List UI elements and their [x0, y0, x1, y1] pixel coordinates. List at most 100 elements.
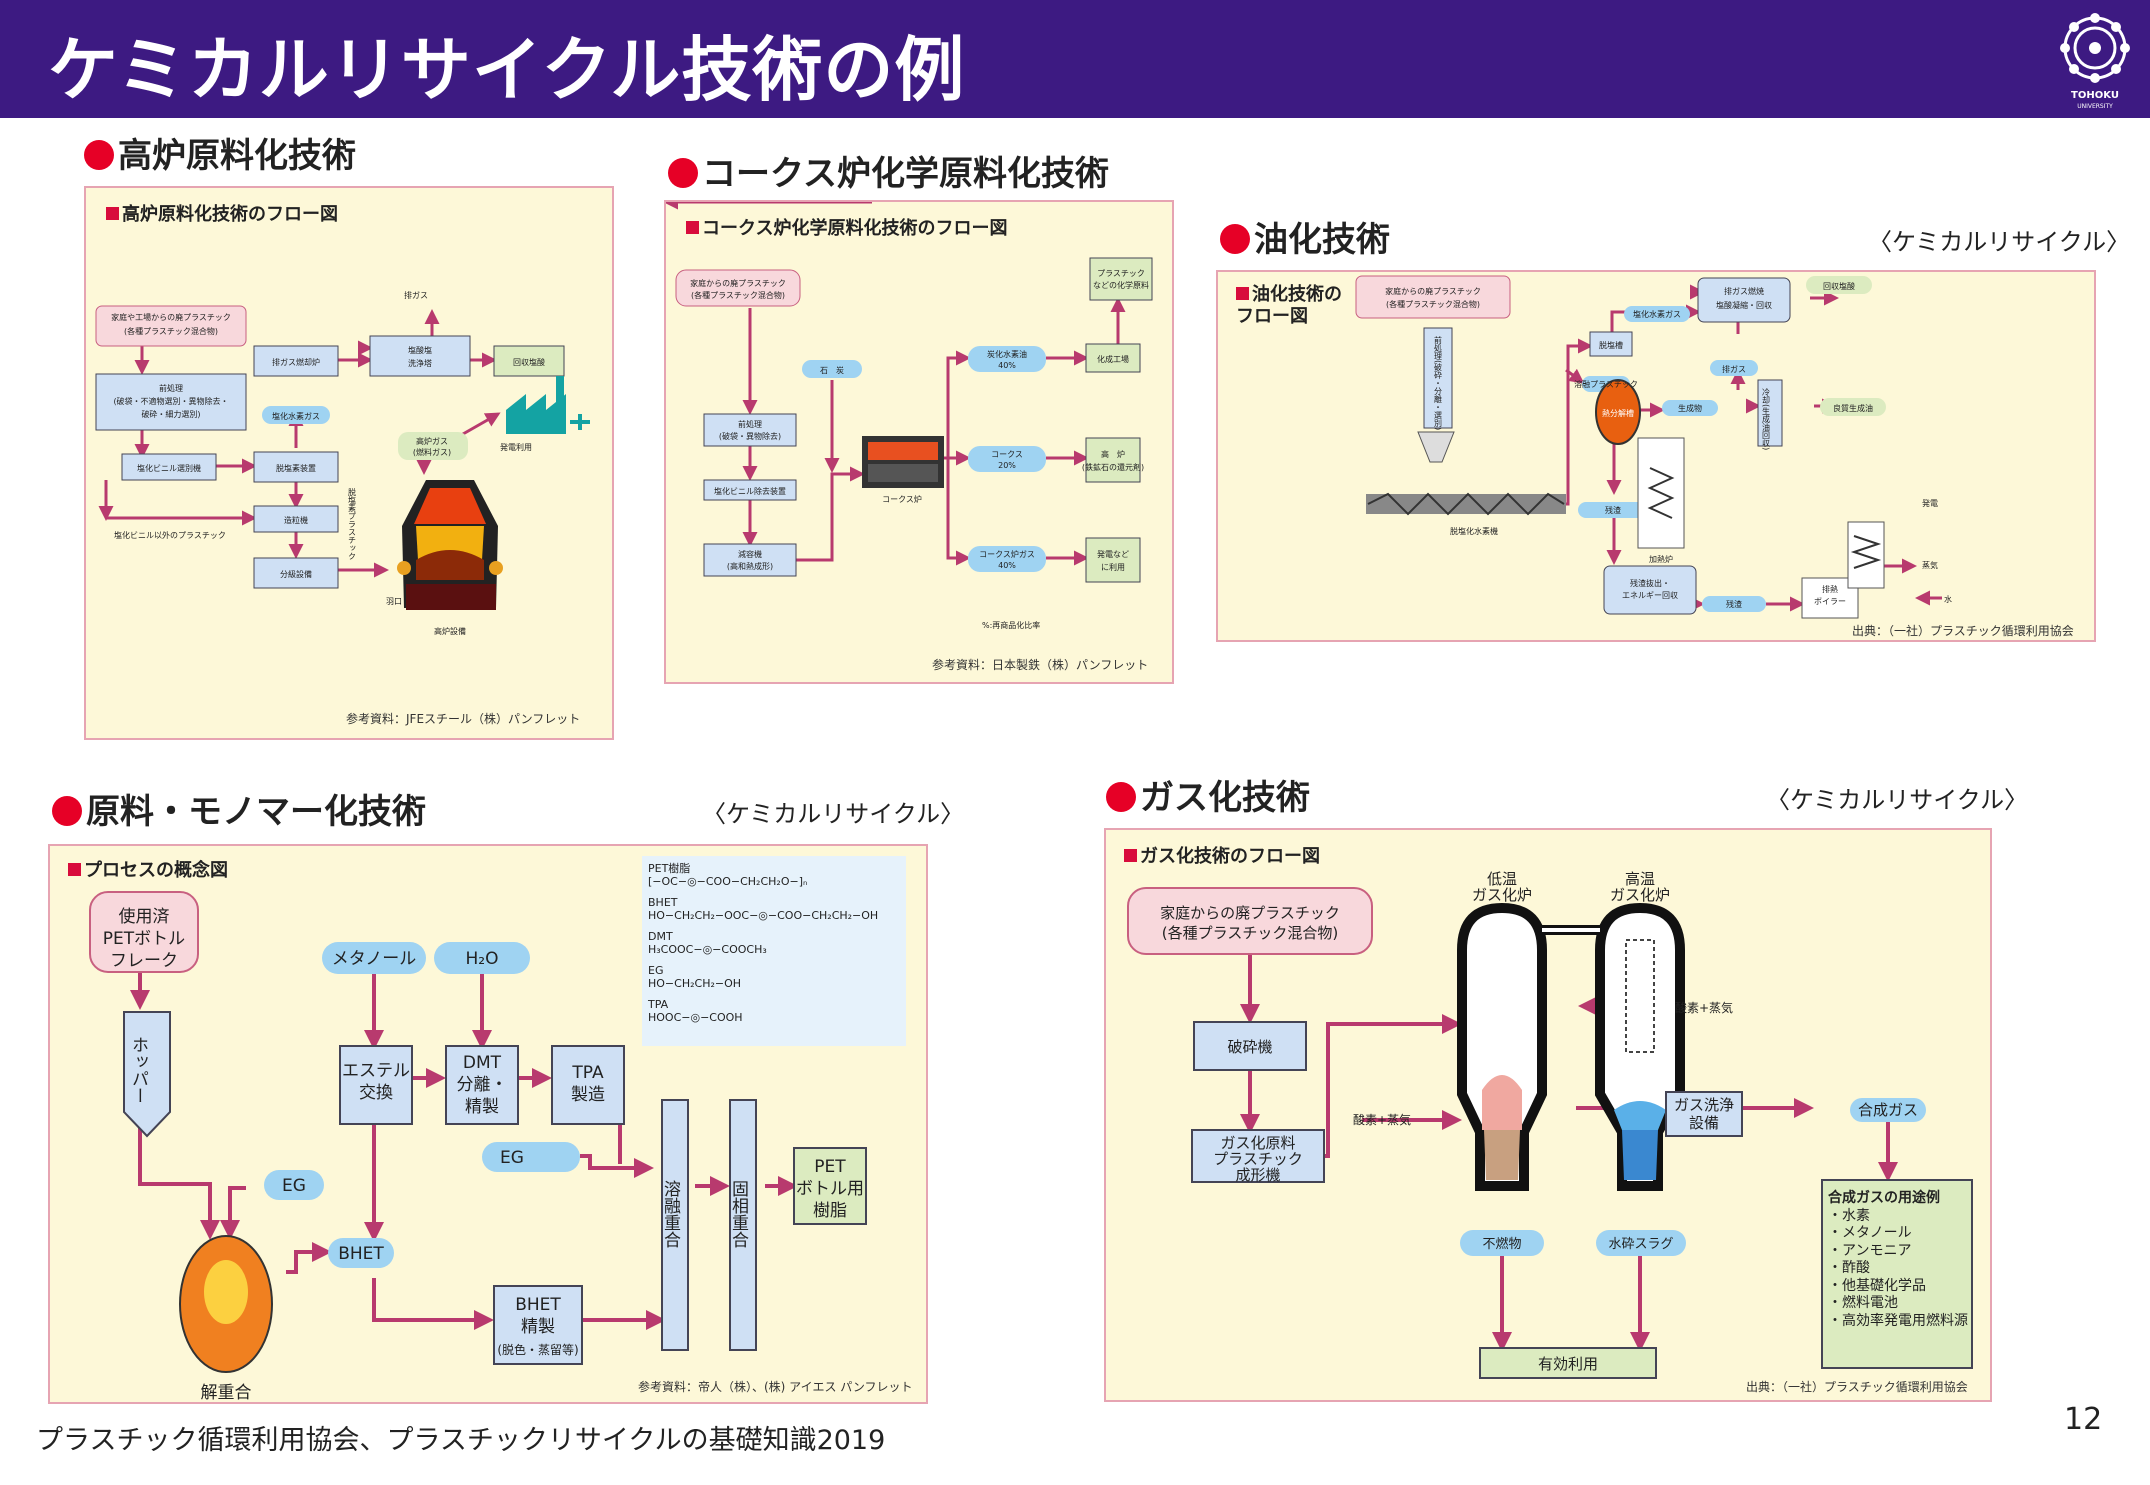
svg-text:合成ガス: 合成ガス [1858, 1101, 1918, 1119]
heading-blast-furnace: 高炉原料化技術 [84, 128, 356, 177]
panel-title: 油化技術の フロー図 [1236, 284, 1342, 327]
svg-text:発電など: 発電など [1097, 550, 1129, 559]
svg-text:に利用: に利用 [1101, 562, 1125, 572]
svg-text:脱塩素装置: 脱塩素装置 [276, 463, 316, 473]
svg-text:排ガス燃却炉: 排ガス燃却炉 [272, 357, 320, 367]
factory-icon [506, 376, 590, 434]
coke-oven-flow-diagram: 家庭からの廃プラスチック (各種プラスチック混合物) 前処理 (破袋・異物除去)… [666, 202, 1153, 630]
svg-text:高温: 高温 [1625, 870, 1655, 888]
svg-text:排ガス: 排ガス [404, 290, 428, 300]
svg-text:前処理: 前処理 [159, 383, 183, 393]
svg-text:熱分解槽: 熱分解槽 [1602, 408, 1634, 418]
svg-text:塩化水素ガス: 塩化水素ガス [1633, 309, 1681, 319]
svg-text:PETボトル: PETボトル [103, 929, 185, 949]
svg-text:成形機: 成形機 [1235, 1166, 1280, 1184]
svg-text:塩酸塩: 塩酸塩 [408, 345, 432, 355]
bullet-dot-icon [1220, 224, 1250, 254]
low-temp-gasifier-icon [1457, 902, 1547, 1191]
svg-text:残渣: 残渣 [1605, 505, 1621, 515]
list-item: ・燃料電池 [1828, 1295, 1898, 1311]
svg-text:塩酸凝縮・回収: 塩酸凝縮・回収 [1716, 300, 1772, 310]
svg-text:破砕機: 破砕機 [1227, 1038, 1272, 1056]
svg-text:ボイラー: ボイラー [1814, 597, 1846, 606]
reactor-icon [1595, 379, 1641, 445]
svg-text:コークス炉: コークス炉 [882, 494, 922, 504]
svg-text:EG: EG [500, 1148, 524, 1168]
svg-text:塩化ビニル選別機: 塩化ビニル選別機 [137, 463, 201, 473]
list-item: ・水素 [1828, 1207, 1870, 1224]
svg-text:交換: 交換 [359, 1083, 393, 1103]
title-bar [0, 0, 2150, 118]
svg-text:(各種プラスチック混合物): (各種プラスチック混合物) [691, 290, 785, 300]
svg-text:メタノール: メタノール [332, 949, 417, 969]
svg-text:発電利用: 発電利用 [500, 442, 532, 452]
svg-text:ガス化炉: ガス化炉 [1472, 886, 1532, 904]
heading-monomer: 原料・モノマー化技術 [52, 784, 426, 833]
svg-text:蒸気: 蒸気 [1922, 560, 1938, 570]
list-item: ・メタノール [1828, 1225, 1912, 1241]
formula-pet: PET樹脂[−OC−◎−COO−CH₂CH₂O−]ₙ [648, 862, 808, 888]
svg-text:回収塩酸: 回収塩酸 [513, 357, 545, 367]
svg-text:ガス化炉: ガス化炉 [1610, 886, 1670, 904]
svg-text:精製: 精製 [521, 1317, 555, 1337]
svg-text:高炉ガス: 高炉ガス [416, 436, 448, 446]
svg-text:回収塩酸: 回収塩酸 [1823, 281, 1855, 291]
svg-text:溶融重合: 溶融重合 [660, 1180, 681, 1248]
svg-text:羽口: 羽口 [386, 597, 402, 606]
svg-text:エネルギー回収: エネルギー回収 [1622, 590, 1678, 600]
svg-text:塩化ビニル以外のプラスチック: 塩化ビニル以外のプラスチック [114, 530, 226, 540]
source-note: 出典：（一社）プラスチック循環利用協会 [1746, 1380, 1968, 1394]
svg-text:コークス炉ガス: コークス炉ガス [979, 549, 1035, 559]
depolymerization-reactor-icon [179, 1235, 273, 1373]
panel-liquefaction: 油化技術の フロー図 [1216, 270, 2096, 642]
tohoku-university-logo: TOHOKU UNIVERSITY [2052, 8, 2138, 110]
svg-text:(破袋・不適物選別・異物除去・: (破袋・不適物選別・異物除去・ [113, 396, 228, 406]
svg-text:TPA: TPA [571, 1063, 604, 1083]
screw-conveyor-icon [1366, 492, 1566, 516]
svg-text:樹脂: 樹脂 [813, 1201, 847, 1221]
svg-text:UNIVERSITY: UNIVERSITY [2077, 103, 2113, 110]
svg-text:有効利用: 有効利用 [1538, 1355, 1598, 1373]
svg-text:フレーク: フレーク [110, 951, 178, 971]
svg-text:高炉設備: 高炉設備 [434, 626, 466, 636]
tag-liquefaction: 〈ケミカルリサイクル〉 [1868, 228, 2131, 256]
svg-text:良質生成油: 良質生成油 [1833, 403, 1873, 413]
svg-text:排ガス燃焼: 排ガス燃焼 [1724, 286, 1764, 296]
svg-text:固相重合: 固相重合 [728, 1180, 749, 1248]
svg-text:冷却(生成油回収): 冷却(生成油回収) [1762, 387, 1771, 450]
svg-text:分級設備: 分級設備 [280, 569, 312, 579]
svg-text:H₂O: H₂O [466, 949, 499, 969]
svg-text:DMT: DMT [463, 1053, 502, 1073]
svg-text:40%: 40% [998, 561, 1016, 570]
svg-text:残渣抜出・: 残渣抜出・ [1630, 578, 1670, 588]
blast-furnace-flow-diagram: 家庭や工場からの廃プラスチック (各種プラスチック混合物) 前処理 (破袋・不適… [95, 290, 590, 636]
svg-text:減容機: 減容機 [738, 549, 762, 559]
svg-text:製造: 製造 [571, 1085, 605, 1105]
svg-text:水砕スラグ: 水砕スラグ [1608, 1237, 1673, 1252]
svg-text:(各種プラスチック混合物): (各種プラスチック混合物) [1386, 299, 1480, 309]
list-item: ・酢酸 [1828, 1260, 1870, 1276]
liquefaction-flow-diagram: 家庭からの廃プラスチック (各種プラスチック混合物) 前処理(破砕・分離・選別)… [1355, 275, 1952, 619]
svg-text:生成物: 生成物 [1678, 403, 1702, 413]
svg-text:精製: 精製 [465, 1097, 499, 1117]
svg-text:TOHOKU: TOHOKU [2071, 90, 2119, 101]
svg-text:(各種プラスチック混合物): (各種プラスチック混合物) [1162, 924, 1338, 942]
svg-text:エステル: エステル [342, 1061, 410, 1081]
panel-monomer: プロセスの概念図 PET樹脂[−OC−◎−COO−CH₂CH₂O−]ₙ BHET… [48, 844, 928, 1404]
source-note: 参考資料：JFEスチール（株）パンフレット [346, 712, 581, 726]
svg-text:(高和熱成形): (高和熱成形) [727, 561, 773, 571]
svg-text:使用済: 使用済 [119, 906, 170, 927]
svg-text:脱塩化水素機: 脱塩化水素機 [1450, 526, 1498, 536]
footer-citation: プラスチック循環利用協会、プラスチックリサイクルの基礎知識2019 [36, 1425, 886, 1456]
svg-text:%:再商品化比率: %:再商品化比率 [982, 620, 1040, 630]
svg-text:BHET: BHET [338, 1244, 384, 1264]
svg-text:家庭や工場からの廃プラスチック: 家庭や工場からの廃プラスチック [111, 312, 231, 322]
svg-text:などの化学原料: などの化学原料 [1093, 280, 1149, 290]
svg-text:炭化水素油: 炭化水素油 [987, 349, 1027, 359]
panel-gasification: ガス化技術のフロー図 [1104, 828, 1992, 1402]
source-note: 参考資料：日本製鉄（株）パンフレット [932, 658, 1149, 672]
svg-text:設備: 設備 [1689, 1114, 1719, 1132]
svg-text:家庭からの廃プラスチック: 家庭からの廃プラスチック [690, 278, 786, 288]
